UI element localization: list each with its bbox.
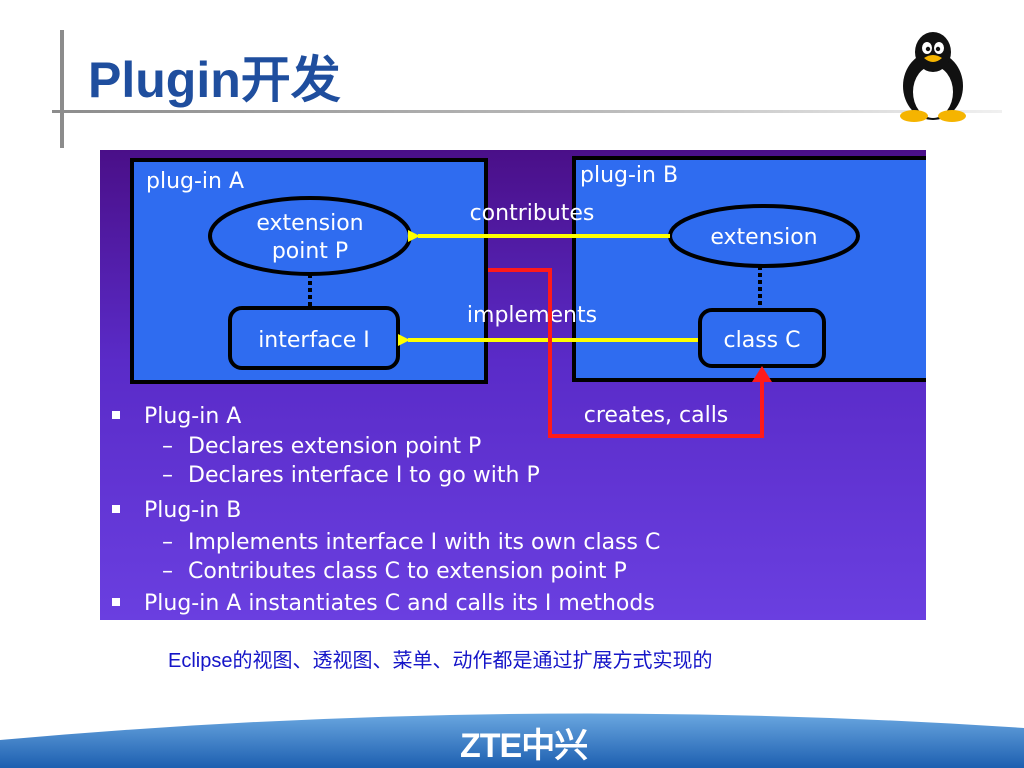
sub-bullet-item: Declares extension point P [188,434,481,459]
sub-bullet-dash: – [162,530,173,555]
extension-point-label-line1: extension [256,211,363,236]
bullet-item: Plug-in A instantiates C and calls its I… [144,591,655,616]
title-vertical-rule [60,30,64,148]
zte-logo: ZTE中兴 [460,727,588,765]
bullet-list: Plug-in A–Declares extension point P–Dec… [112,404,660,616]
sub-bullet-item: Contributes class C to extension point P [188,559,627,584]
tux-penguin-icon [900,32,966,122]
bullet-marker [112,598,120,606]
slide-title: Plugin开发 [88,52,341,108]
bullet-item: Plug-in A [144,404,241,429]
bullet-item: Plug-in B [144,498,241,523]
bullet-marker [112,505,120,513]
sub-bullet-dash: – [162,434,173,459]
sub-bullet-dash: – [162,559,173,584]
sub-bullet-item: Declares interface I to go with P [188,463,540,488]
contributes-label: contributes [470,201,595,226]
bullet-marker [112,411,120,419]
sub-bullet-dash: – [162,463,173,488]
interface-label: interface I [258,328,370,353]
footer-wave [0,713,1024,768]
plugin-b-label: plug-in B [580,163,678,188]
creates-calls-arrowhead [752,366,772,382]
creates-calls-label: creates, calls [584,403,729,428]
title-horizontal-rule [52,110,1002,113]
class-c-label: class C [724,328,801,353]
implements-label: implements [467,303,597,328]
plugin-diagram: plug-in A plug-in B extension point P in… [100,150,926,620]
extension-label: extension [710,225,817,250]
plugin-a-label: plug-in A [146,169,244,194]
creates-calls-arrow [488,268,764,438]
sub-bullet-item: Implements interface I with its own clas… [188,530,660,555]
extension-point-label-line2: point P [272,239,348,264]
slide-caption: Eclipse的视图、透视图、菜单、动作都是通过扩展方式实现的 [168,650,713,672]
